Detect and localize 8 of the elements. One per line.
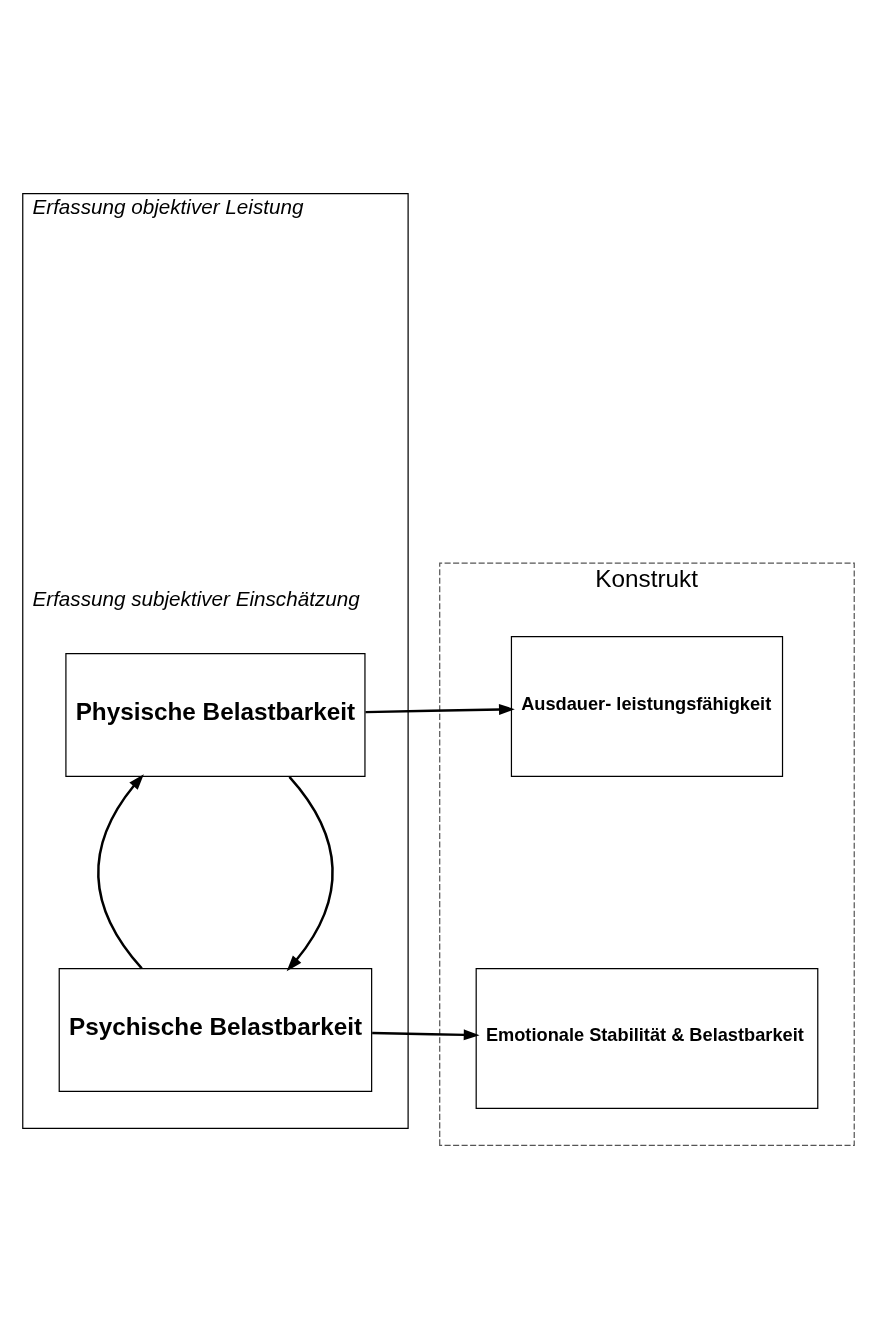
arrow <box>97 773 144 969</box>
node-box: Ausdauer- leistungsfähigkeit <box>510 635 784 777</box>
node-box: Emotionale Stabilität & Belastbarkeit <box>475 967 819 1109</box>
node-box: Physische Belastbarkeit <box>65 652 366 777</box>
arrow <box>372 1028 480 1040</box>
arrow <box>286 775 334 971</box>
arrow <box>365 703 515 715</box>
node-box: Psychische Belastbarkeit <box>58 967 373 1092</box>
